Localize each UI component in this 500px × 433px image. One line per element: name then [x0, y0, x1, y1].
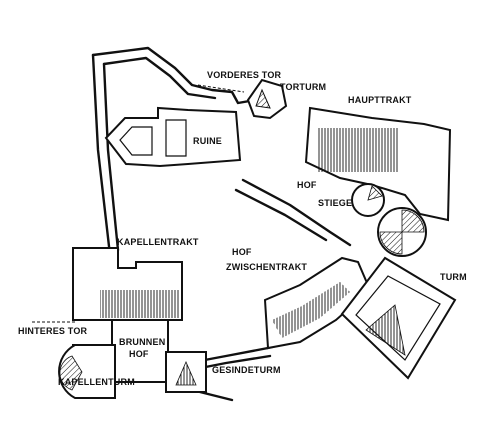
kapellenturm-label: KAPELLENTURM [58, 377, 135, 387]
turm-structure [340, 256, 457, 380]
haupttrakt-structure [304, 106, 452, 222]
hof-lower-label: HOF [232, 247, 252, 257]
kapellentrakt-structure [72, 247, 183, 321]
gesindeturm-structure [165, 351, 207, 393]
kapellentrakt-label: KAPELLENTRAKT [117, 237, 199, 247]
gate-markers [32, 84, 245, 323]
gesindeturm-label: GESINDETURM [212, 365, 281, 375]
labels: VORDERES TOR TORTURM HAUPTTRAKT RUINE HO… [18, 70, 467, 387]
zwischentrakt-label: ZWISCHENTRAKT [226, 262, 307, 272]
vorderes-tor-label: VORDERES TOR [207, 70, 282, 80]
haupttrakt-label: HAUPTTRAKT [348, 95, 412, 105]
torturm-structure [246, 78, 288, 120]
ruine-structure [104, 106, 242, 168]
stiege-spiral [351, 183, 427, 257]
hof-small-label: HOF [129, 349, 149, 359]
hof-upper-label: HOF [297, 180, 317, 190]
torturm-label: TORTURM [280, 82, 326, 92]
brunnen-label: BRUNNEN [119, 337, 165, 347]
ruine-label: RUINE [193, 136, 222, 146]
kapellenturm-structure [58, 344, 116, 399]
turm-label: TURM [440, 272, 467, 282]
hinteres-tor-label: HINTERES TOR [18, 326, 88, 336]
stiege-label: STIEGE [318, 198, 352, 208]
